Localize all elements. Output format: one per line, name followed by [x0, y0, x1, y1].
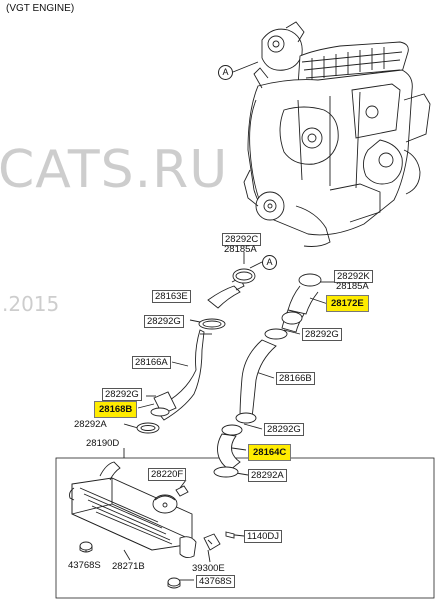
part-label-28220f[interactable]: 28220F — [148, 468, 187, 481]
part-label-28271b[interactable]: 28271B — [112, 561, 145, 572]
diagram-title: (VGT ENGINE) — [6, 3, 75, 14]
pipe-28164c-drawing — [213, 424, 243, 478]
watermark-text: CATS.RU — [0, 140, 229, 200]
part-label-28190d[interactable]: 28190D — [86, 438, 120, 449]
part-label-28185a-right[interactable]: 28185A — [336, 281, 369, 292]
part-label-43768s-right[interactable]: 43768S — [196, 575, 235, 588]
part-label-28292a-left[interactable]: 28292A — [74, 419, 107, 430]
part-label-28292g-right[interactable]: 28292G — [302, 328, 342, 341]
part-label-28166b[interactable]: 28166B — [276, 372, 315, 385]
part-label-28292k[interactable]: 28292K — [334, 270, 373, 283]
part-label-28163e[interactable]: 28163E — [152, 290, 191, 303]
part-label-28292g-b2[interactable]: 28292G — [264, 423, 304, 436]
part-label-28292g-b1[interactable]: 28292G — [102, 388, 142, 401]
part-label-28185a-top[interactable]: 28185A — [224, 244, 257, 255]
part-label-28164c[interactable]: 28164C — [248, 444, 292, 461]
pipe-28166b-drawing — [235, 339, 277, 424]
pipe-28172e-drawing — [281, 273, 322, 333]
part-label-28292c[interactable]: 28292C — [222, 233, 262, 246]
engine-illustration — [243, 21, 431, 247]
part-label-28168b[interactable]: 28168B — [94, 401, 138, 418]
part-label-28292a-right[interactable]: 28292A — [248, 469, 287, 482]
part-label-39300e[interactable]: 39300E — [192, 563, 225, 574]
watermark-year: .2015 — [2, 292, 60, 316]
callout-a-hose[interactable]: A — [262, 255, 277, 270]
intercooler-drawing — [69, 461, 197, 559]
callout-a-engine[interactable]: A — [218, 65, 233, 80]
part-label-43768s-left[interactable]: 43768S — [68, 560, 101, 571]
sensor-28220f-drawing — [152, 485, 189, 514]
part-label-28292g-left[interactable]: 28292G — [144, 315, 184, 328]
part-label-1140dj[interactable]: 1140DJ — [244, 530, 283, 543]
part-label-28172e[interactable]: 28172E — [326, 295, 369, 312]
part-label-28166a[interactable]: 28166A — [132, 356, 171, 369]
